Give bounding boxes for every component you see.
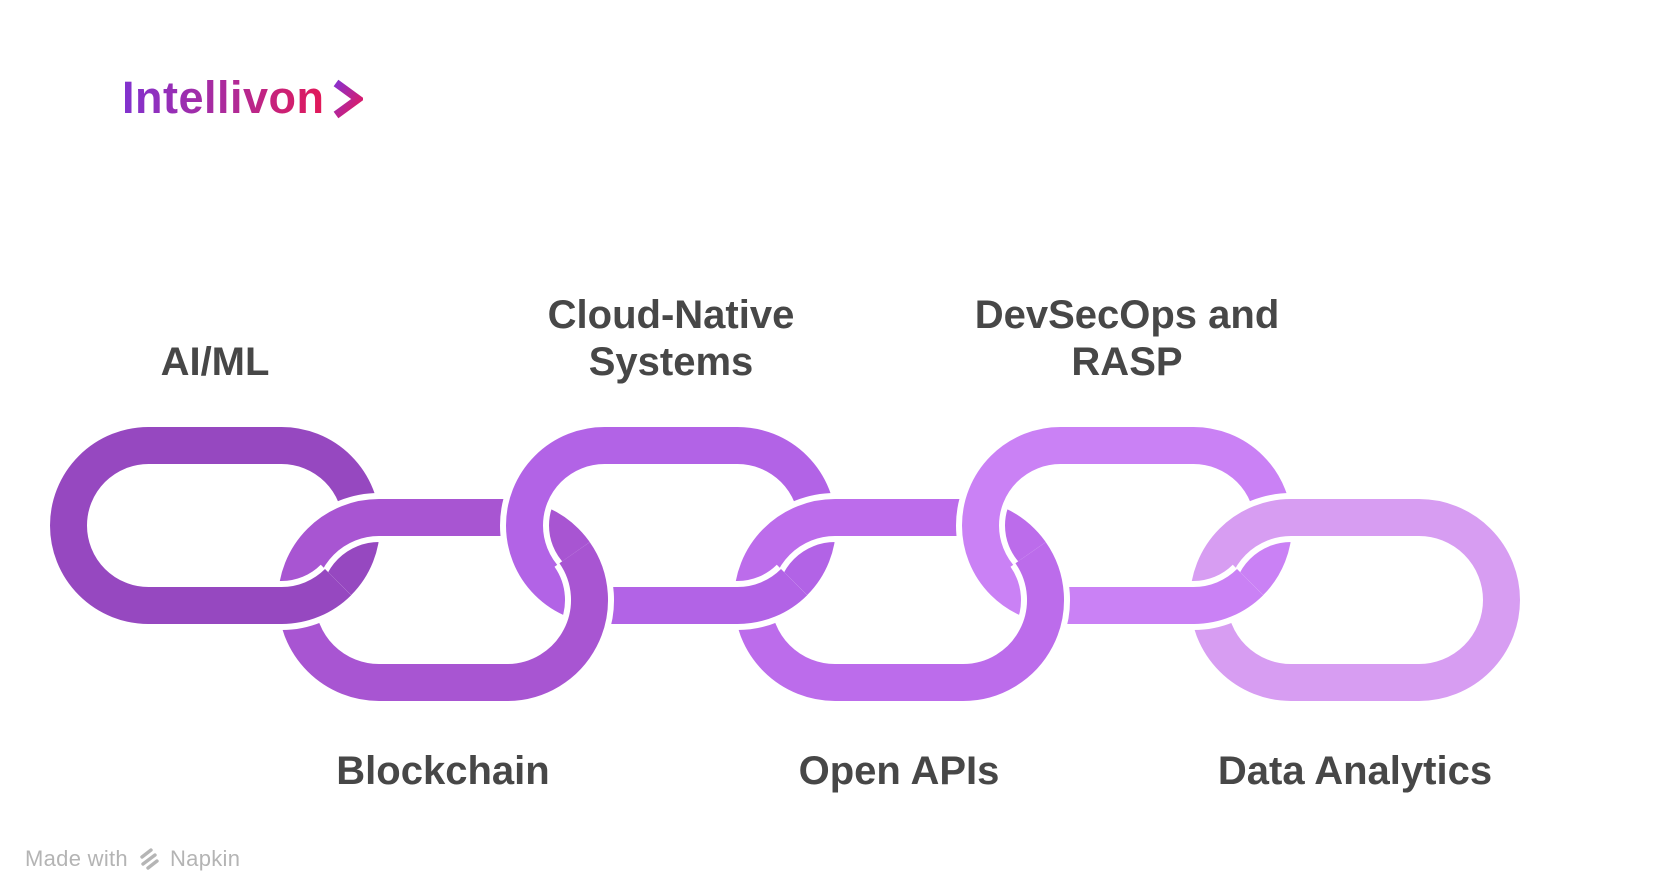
label-blockchain: Blockchain bbox=[336, 749, 550, 793]
napkin-attribution: Made with Napkin bbox=[25, 846, 240, 872]
right-chevron-icon bbox=[333, 79, 363, 119]
label-open-apis: Open APIs bbox=[798, 749, 1000, 793]
chain-weave-patch-5-over-6 bbox=[1112, 564, 1268, 631]
chain-weave-patch-1-over-2 bbox=[200, 564, 356, 631]
napkin-logo-icon bbox=[140, 848, 159, 870]
label-ai-ml: AI/ML bbox=[160, 340, 270, 384]
made-with-text: Made with bbox=[25, 846, 128, 871]
label-cloud-native: Cloud-Native Systems bbox=[547, 293, 795, 384]
chain-weave-patch-2-over-3 bbox=[448, 538, 614, 707]
chain-weave-patch-3-over-4 bbox=[656, 564, 812, 631]
napkin-brand-text: Napkin bbox=[169, 846, 241, 871]
brand-logo-text: Intellivon bbox=[122, 72, 325, 123]
brand-logo: Intellivon bbox=[122, 72, 363, 124]
label-devsecops-rasp: DevSecOps and RASP bbox=[974, 293, 1280, 384]
label-data-analytics: Data Analytics bbox=[1217, 749, 1493, 793]
chain-weave-patch-4-over-5 bbox=[904, 538, 1070, 707]
